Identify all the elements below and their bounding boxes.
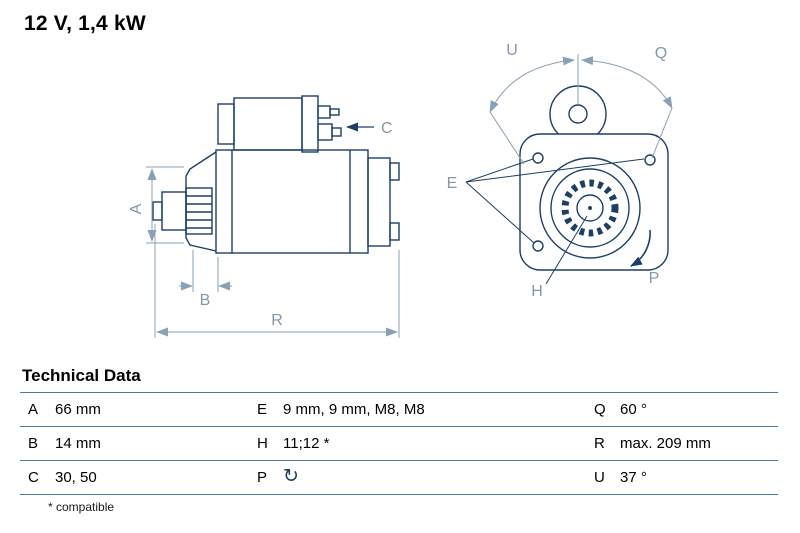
table-value: max. 209 mm [620,435,711,452]
table-value: 11;12 * [283,435,330,452]
dim-label-H: H [531,283,543,300]
dim-label-U: U [506,42,518,59]
table-row: B 14 mm H 11;12 * R max. 209 mm [20,426,778,460]
table-row: A 66 mm E 9 mm, 9 mm, M8, M8 Q 60 ° [20,392,778,426]
front-view-angle-arcs [489,54,673,165]
dim-label-E: E [447,175,458,192]
dim-label-C: C [381,120,393,137]
dim-label-Q: Q [655,45,667,62]
table-key: P [257,469,268,486]
table-key: Q [594,401,606,418]
footnote: * compatible [48,500,115,514]
dim-label-R: R [271,312,283,329]
table-value: 37 ° [620,469,647,486]
table-value: 14 mm [55,435,101,452]
table-key: B [28,435,39,452]
technical-drawing: A B C R U Q E H P [128,42,673,338]
dim-label-A: A [128,203,145,214]
table-key: E [257,401,268,418]
page-title: 12 V, 1,4 kW [24,12,146,35]
table-value: 9 mm, 9 mm, M8, M8 [283,401,425,418]
table-key: R [594,435,605,452]
table-key: H [257,435,268,452]
side-view-dimensions [146,166,400,338]
table-value: 60 ° [620,401,647,418]
rotation-direction-icon: ↻ [283,468,594,487]
technical-data-table: A 66 mm E 9 mm, 9 mm, M8, M8 Q 60 ° B 14… [20,392,778,495]
table-row: C 30, 50 P ↻ U 37 ° [20,460,778,495]
rotation-glyph: ↻ [283,468,299,487]
front-view-leaders [465,158,651,285]
dim-label-P: P [649,270,660,287]
table-key: C [28,469,39,486]
table-key: A [28,401,39,418]
dim-label-B: B [200,292,211,309]
table-key: U [594,469,605,486]
starter-side-view-drawing [152,95,400,254]
section-title: Technical Data [22,366,141,385]
table-value: 66 mm [55,401,101,418]
table-value: 30, 50 [55,469,97,486]
starter-front-view-drawing [519,85,669,271]
